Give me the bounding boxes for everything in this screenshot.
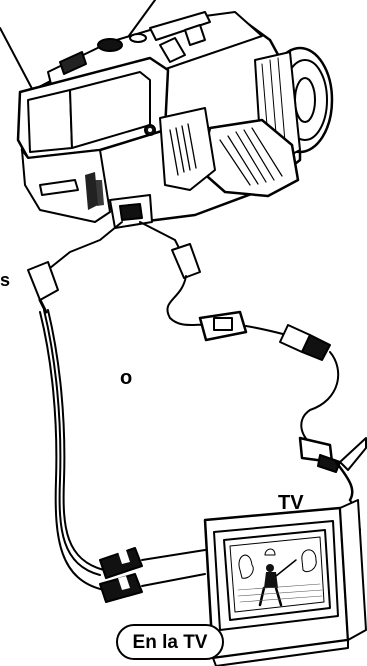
letter-s-label: s [0,271,10,289]
rca-plugs [100,548,205,602]
tv-illustration [205,500,366,666]
camcorder-illustration [18,12,332,228]
en-la-tv-badge: En la TV [116,624,224,660]
tv-label: TV [278,493,304,513]
option-letter-o: o [120,368,132,388]
